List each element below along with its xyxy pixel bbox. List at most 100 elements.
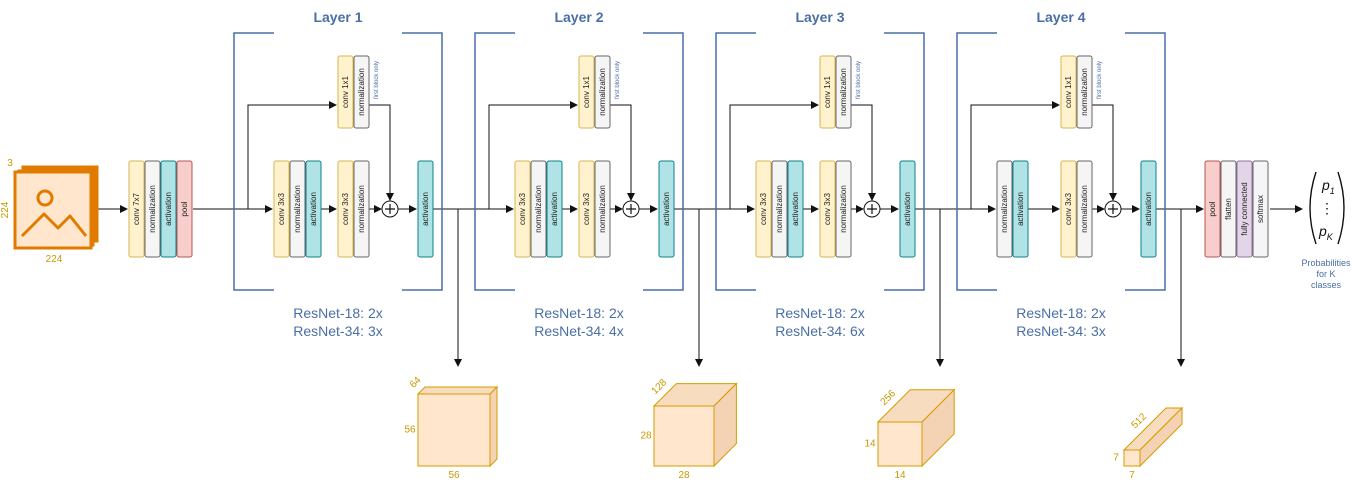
layer4-shortcut-conv-label: conv 1x1	[1064, 75, 1073, 108]
layer3-output-cube	[876, 388, 956, 468]
layer3-dim-h: 14	[864, 439, 876, 450]
layer3-title: Layer 3	[795, 9, 844, 25]
layer4-repeat-34: ResNet-34: 3x	[1016, 323, 1105, 339]
layer4-dim-h: 7	[1113, 453, 1119, 464]
layer1-block1-2: normalization	[289, 160, 306, 258]
output-p1: p1	[1321, 177, 1335, 196]
stem-block-2: normalization	[144, 160, 161, 258]
layer2-bracket	[643, 32, 684, 291]
layer1-activation-label: activation	[421, 192, 430, 226]
stem-block-3-label: activation	[164, 192, 173, 226]
layer2-output-cube	[652, 382, 738, 468]
layer4-block2-conv-label: conv 3x3	[1064, 192, 1073, 225]
layer2-first-block-only: first block only	[615, 61, 621, 99]
layer1-repeat-18: ResNet-18: 2x	[293, 305, 382, 321]
layer1-repeat-34: ResNet-34: 3x	[293, 323, 382, 339]
input-height: 224	[0, 201, 11, 218]
layer3-shortcut-conv: conv 1x1	[819, 55, 836, 129]
stem-block-3: activation	[160, 160, 177, 258]
layer3-block1-2-label: normalization	[775, 185, 784, 233]
layer4-block1-1: normalization	[996, 160, 1013, 258]
layer3-first-block-only: first block only	[856, 61, 862, 99]
layer2-block1-1: conv 3x3	[514, 160, 531, 258]
layer4-adder	[1104, 200, 1122, 218]
layer1-adder	[381, 200, 399, 218]
layer2-block1-3-label: activation	[550, 192, 559, 226]
layer1-block1-1: conv 3x3	[273, 160, 290, 258]
layer4-block1-2-label: activation	[1016, 192, 1025, 226]
stem-block-4: pool	[176, 160, 193, 258]
layer1-activation: activation	[417, 160, 434, 258]
head-block-4-label: softmax	[1256, 195, 1265, 223]
stem-block-1: conv 7x7	[128, 160, 145, 258]
layer2-shortcut-norm: normalization	[594, 55, 611, 129]
layer4-bracket	[1125, 32, 1166, 291]
head-block-3: fully connected	[1236, 160, 1253, 258]
layer3-block1-3-label: activation	[791, 192, 800, 226]
layer1-block2-conv: conv 3x3	[337, 160, 354, 258]
head-block-1-label: pool	[1208, 201, 1217, 216]
input-image	[13, 165, 99, 250]
layer3-block2-norm: normalization	[835, 160, 852, 258]
layer4-bracket	[956, 32, 997, 291]
layer3-shortcut-line	[729, 101, 819, 209]
layer3-block2-conv-label: conv 3x3	[823, 192, 832, 225]
layer1-dim-w: 56	[448, 470, 460, 481]
layer1-shortcut-conv-label: conv 1x1	[341, 75, 350, 108]
layer4-dim-w: 7	[1129, 470, 1135, 481]
layer4-shortcut-norm-label: normalization	[1080, 68, 1089, 116]
layer4-output-cube	[1122, 406, 1184, 468]
layer1-block2-norm: normalization	[353, 160, 370, 258]
layer2-block1-2: normalization	[530, 160, 547, 258]
layer2-block2-conv-label: conv 3x3	[582, 192, 591, 225]
layer1-output-cube	[416, 385, 499, 468]
layer3-adder	[863, 200, 881, 218]
layer4-block2-norm-label: normalization	[1080, 185, 1089, 233]
layer3-bracket	[715, 32, 756, 291]
layer1-shortcut-to-adder	[369, 104, 394, 201]
output-caption-3: classes	[1311, 280, 1342, 290]
layer3-repeat-18: ResNet-18: 2x	[775, 305, 864, 321]
layer2-adder	[622, 200, 640, 218]
layer1-bracket	[233, 32, 274, 291]
layer1-block1-3: activation	[305, 160, 322, 258]
layer1-block1-2-label: normalization	[293, 185, 302, 233]
layer1-block2-conv-label: conv 3x3	[341, 192, 350, 225]
layer4-shortcut-line	[970, 101, 1060, 209]
layer1-first-block-only: first block only	[374, 61, 380, 99]
layer1-block2-norm-label: normalization	[357, 185, 366, 233]
layer3-block1-1: conv 3x3	[755, 160, 772, 258]
layer2-block2-norm: normalization	[594, 160, 611, 258]
layer1-shortcut-line	[247, 101, 337, 209]
layer2-dim-w: 28	[678, 470, 690, 481]
layer2-shortcut-conv-label: conv 1x1	[582, 75, 591, 108]
layer1-dim-depth: 64	[408, 375, 424, 391]
layer3-block1-2: normalization	[771, 160, 788, 258]
layer1-shortcut-norm-label: normalization	[357, 68, 366, 116]
layer3-block2-norm-label: normalization	[839, 185, 848, 233]
layer4-block1-1-label: normalization	[1000, 185, 1009, 233]
layer4-first-block-only: first block only	[1097, 61, 1103, 99]
layer1-shortcut-conv: conv 1x1	[337, 55, 354, 129]
layer1-shortcut-norm: normalization	[353, 55, 370, 129]
layer4-repeat-18: ResNet-18: 2x	[1016, 305, 1105, 321]
head-block-1: pool	[1204, 160, 1221, 258]
layer1-block1-1-label: conv 3x3	[277, 192, 286, 225]
layer3-block2-conv: conv 3x3	[819, 160, 836, 258]
layer2-bracket	[474, 32, 515, 291]
image-icon	[20, 189, 88, 238]
input-width: 224	[46, 254, 63, 265]
layer3-dim-w: 14	[894, 470, 906, 481]
layer1-title: Layer 1	[313, 9, 362, 25]
layer2-block1-1-label: conv 3x3	[518, 192, 527, 225]
layer2-block2-conv: conv 3x3	[578, 160, 595, 258]
layer3-block1-1-label: conv 3x3	[759, 192, 768, 225]
output-dots: ⋮	[1320, 200, 1334, 216]
layer2-block2-norm-label: normalization	[598, 185, 607, 233]
head-block-4: softmax	[1252, 160, 1269, 258]
layer3-activation: activation	[899, 160, 916, 258]
layer3-bracket	[884, 32, 925, 291]
layer1-block1-3-label: activation	[309, 192, 318, 226]
layer3-shortcut-to-adder	[851, 104, 876, 201]
